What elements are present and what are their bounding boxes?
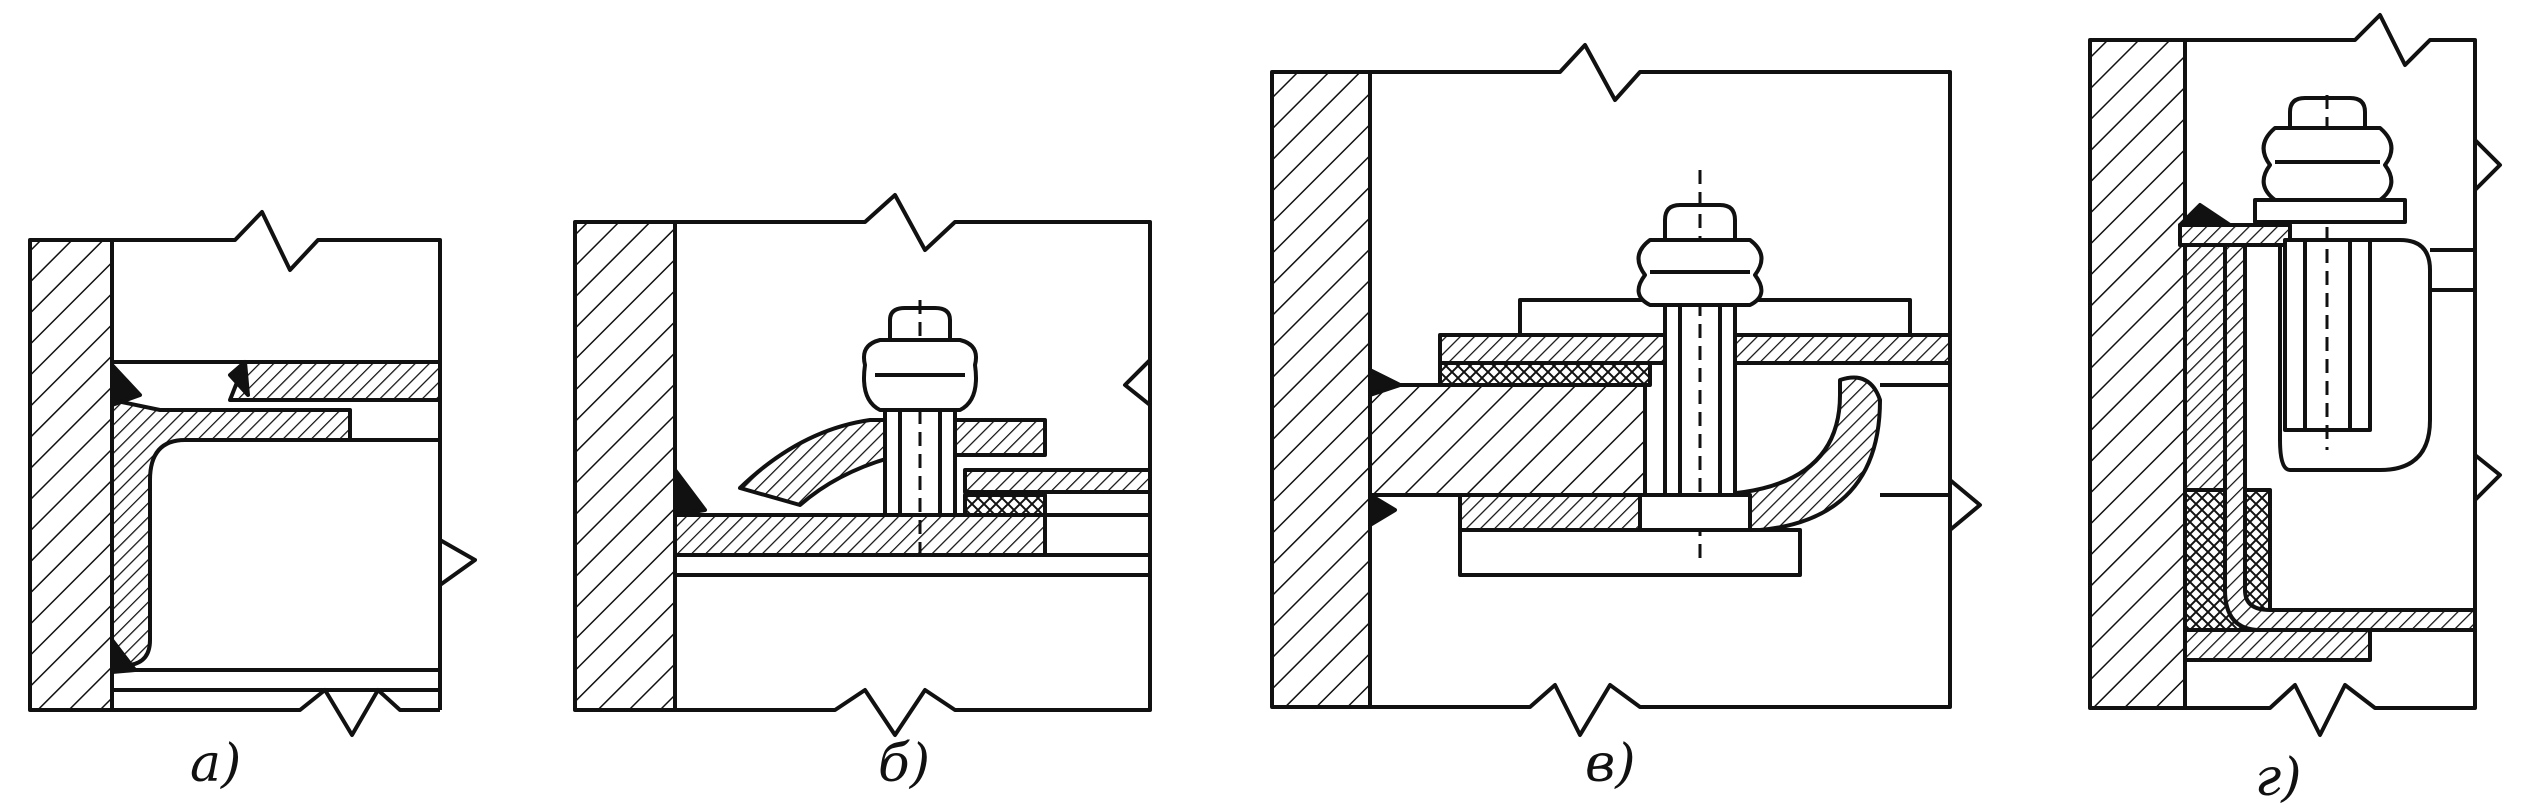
bolt-head: [2288, 96, 2367, 128]
bent-sheet: [2223, 238, 2477, 632]
break-line-bottom: [112, 688, 440, 737]
bolt-shank: [2283, 238, 2372, 432]
bolt-head: [1663, 203, 1737, 240]
break-line-right: [1123, 358, 1152, 407]
break-line-right: [1948, 478, 1982, 532]
bent-sheet: [110, 398, 352, 667]
break-line-right: [438, 538, 477, 587]
wall-section: [573, 220, 677, 712]
weld-top: [110, 363, 142, 407]
caption-c: в): [1585, 734, 1636, 794]
lower-plate: [1458, 528, 1802, 577]
wall-section: [2088, 38, 2187, 710]
break-line-top: [2185, 13, 2477, 737]
bolt-head: [888, 306, 952, 340]
break-line-top: [1370, 43, 1952, 737]
weld-top: [1368, 368, 1402, 397]
flat-sheet: [228, 360, 442, 402]
main-plate: [1368, 383, 1647, 497]
weld: [673, 468, 707, 517]
bolt-assembly: [2253, 95, 2407, 450]
wall-section: [28, 238, 114, 712]
bent-sheet: [1458, 375, 1882, 534]
weld-mid: [228, 360, 250, 397]
break-line-top: [112, 210, 442, 710]
break-line-top: [675, 193, 1152, 737]
wedge-clamp: [738, 418, 1047, 507]
u-bracket: [2278, 238, 2432, 472]
caption-a: а): [190, 734, 242, 794]
vertical-plate: [2183, 238, 2227, 492]
sheet: [963, 468, 1152, 494]
plate: [673, 513, 1047, 557]
gasket: [1438, 361, 1652, 387]
bolt-assembly: [1636, 170, 1764, 560]
figure-b: [573, 193, 1152, 737]
figure-a: [28, 210, 477, 737]
weld: [2178, 203, 2232, 227]
washer: [2253, 198, 2407, 224]
figure-d: [2088, 13, 2502, 737]
bottom-sheet: [2183, 628, 2372, 662]
break-line-right: [2473, 138, 2502, 192]
bolt-assembly: [862, 300, 978, 560]
top-plate: [2178, 223, 2292, 247]
bolt-base-head: [1638, 493, 1752, 532]
break-line-right-2: [2473, 453, 2502, 502]
gasket: [963, 493, 1047, 517]
caption-d: г): [2255, 748, 2302, 808]
caption-b: б): [878, 734, 931, 794]
wall-section: [1270, 70, 1372, 709]
weld-bottom: [1368, 493, 1397, 527]
figure-c: [1270, 43, 1982, 737]
